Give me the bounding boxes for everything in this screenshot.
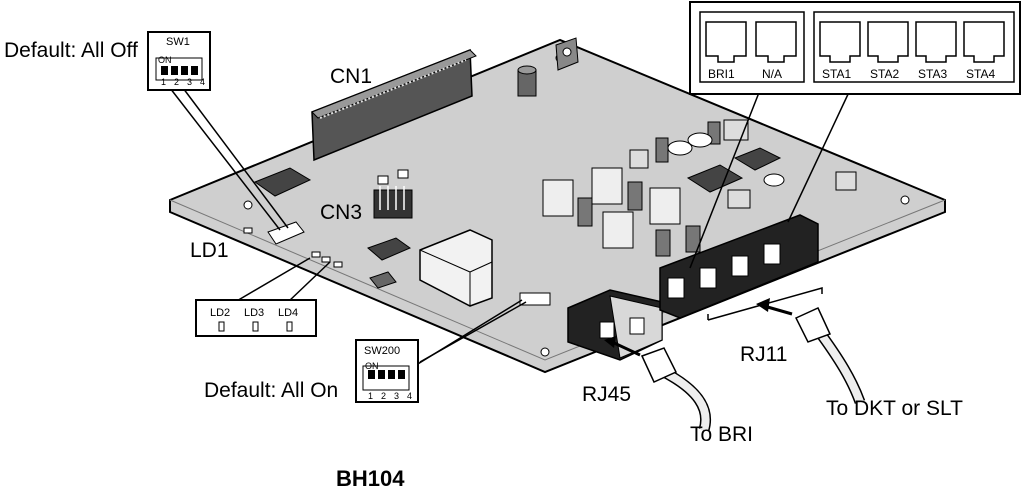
ld4-indicator <box>286 321 293 332</box>
sw1-name: SW1 <box>166 36 190 48</box>
sw200-inset <box>355 339 419 403</box>
sw1-pos-2: 2 <box>173 77 179 87</box>
rj45-label: RJ45 <box>582 383 632 406</box>
ld1-label: LD1 <box>190 239 229 262</box>
sw200-name: SW200 <box>364 345 401 357</box>
sw200-position-labels: 1 2 3 4 <box>368 392 412 401</box>
port-sta4-jack <box>963 21 1005 63</box>
sw200-switch-1 <box>368 370 375 379</box>
sw200-pos-1: 1 <box>368 391 374 401</box>
sw1-on-label: ON <box>158 55 172 65</box>
transformer-cluster <box>542 119 857 257</box>
dkt-cable <box>756 298 866 404</box>
port-label-bri1: BRI1 <box>708 67 735 81</box>
sw200-on-label: ON <box>365 361 379 371</box>
ld3-label: LD3 <box>244 307 265 319</box>
sw200-switch-3 <box>388 370 395 379</box>
led-inset <box>195 299 317 337</box>
sw1-pos-4: 4 <box>199 77 205 87</box>
rj11-jacks <box>659 214 819 319</box>
board-sw1 <box>243 221 551 306</box>
sw200-pos-4: 4 <box>406 391 412 401</box>
port-na-jack <box>755 21 797 63</box>
sw1-inset <box>147 31 211 91</box>
sw1-pos-1: 1 <box>161 77 167 87</box>
sw1-position-labels: 1 2 3 4 <box>161 78 205 87</box>
to-dkt-label: To DKT or SLT <box>826 397 963 420</box>
cn3-header <box>373 169 413 219</box>
sw200-switch-2 <box>378 370 385 379</box>
ld2-indicator <box>218 321 225 332</box>
model-title: BH104 <box>336 466 405 491</box>
port-label-sta2: STA2 <box>870 67 900 81</box>
sw1-switch-4 <box>191 66 198 75</box>
sw1-switch-3 <box>181 66 188 75</box>
port-label-sta3: STA3 <box>918 67 948 81</box>
rj45-jacks <box>567 289 663 361</box>
port-sta3-jack <box>915 21 957 63</box>
sw1-default-label: Default: All Off <box>4 39 138 62</box>
port-label-sta1: STA1 <box>822 67 852 81</box>
port-inset <box>689 1 1021 95</box>
sw200-switch-4 <box>398 370 405 379</box>
bri-cable <box>604 336 712 432</box>
sw1-pos-3: 3 <box>186 77 192 87</box>
cn3-label: CN3 <box>320 201 363 224</box>
top-components <box>517 37 579 97</box>
sw200-pos-3: 3 <box>393 391 399 401</box>
rj11-bracket <box>707 287 823 321</box>
port-label-na: N/A <box>762 67 783 81</box>
port-label-sta4: STA4 <box>966 67 996 81</box>
sw1-switch-1 <box>161 66 168 75</box>
sw200-default-label: Default: All On <box>204 379 339 402</box>
white-header-block <box>419 229 493 307</box>
port-sta1-jack <box>819 21 861 63</box>
to-bri-label: To BRI <box>690 423 754 446</box>
port-sta2-jack <box>867 21 909 63</box>
ld4-label: LD4 <box>278 307 299 319</box>
sw200-pos-2: 2 <box>380 391 386 401</box>
cn1-connector <box>311 48 477 162</box>
port-bri1-jack <box>705 21 747 63</box>
sw1-switch-2 <box>171 66 178 75</box>
leader-lines <box>169 87 851 371</box>
rj11-label: RJ11 <box>740 343 788 366</box>
ld2-label: LD2 <box>210 307 231 319</box>
cn1-label: CN1 <box>330 65 373 88</box>
ld3-indicator <box>252 321 259 332</box>
